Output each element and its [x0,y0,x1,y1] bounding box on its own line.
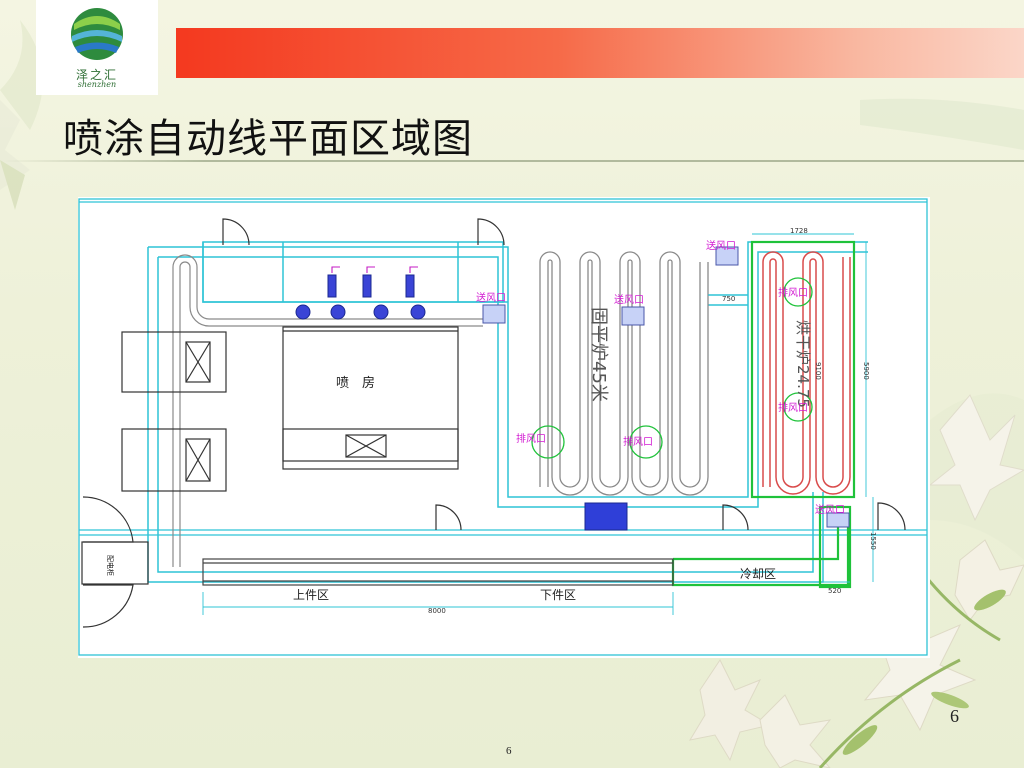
spray-room-label: 喷 房 [336,375,375,391]
header-accent-bar [176,28,1024,78]
exhaust-label-1: 排风口 [516,432,546,445]
exhaust-fan-icons [531,277,813,459]
control-cabinet [81,541,149,585]
cooling-area-label: 冷却区 [740,567,776,581]
conveyor-track [147,241,868,583]
company-logo: 泽之汇 shenzhen [36,0,158,95]
unloading-area-label: 下件区 [540,588,576,602]
exhaust-label-2: 排风口 [623,435,653,448]
drying-oven-serpentine [762,251,851,495]
machine-unit [584,502,628,531]
drying-oven-label: 烘干炉24.75 [794,320,812,408]
spray-loop-track [172,254,483,567]
dimension-lines [202,233,874,615]
drying-oven-enclosure [750,240,856,499]
spray-gun-connectors [331,266,418,273]
curing-oven-serpentine [539,251,709,496]
page-number-footer: 6 [506,745,512,757]
supply-air-boxes [482,246,850,528]
dimension-length: 8000 [428,607,446,615]
supply-air-label-2: 送风口 [614,293,644,306]
exhaust-label-3: 排风口 [778,286,808,299]
supply-air-label-3: 送风口 [706,239,736,252]
supply-air-label-1: 送风口 [476,291,506,304]
logo-name: 泽之汇 [75,68,118,82]
title-divider [0,160,1024,162]
dimension-inner: 9100 [814,362,822,380]
curing-oven-label: 固平炉45米 [588,307,609,402]
supply-air-label-4: 送风口 [815,503,845,516]
page-title: 喷涂自动线平面区域图 [63,116,473,162]
exhaust-label-4: 排风口 [778,401,808,414]
dimension-bottom: 520 [828,587,841,595]
floor-plan: 喷 房 固平炉45米 烘干炉24.75 上件区 下件区 冷却区 送风口 送风口 … [78,197,930,658]
loading-conveyor [202,558,674,586]
page-number: 6 [950,706,959,726]
control-cabinet-label: 配电柜 [106,555,115,576]
door-arcs [82,218,906,628]
logo-globe-icon [71,8,123,60]
dimension-side: 5900 [862,362,870,380]
spray-gun-icons [295,274,426,320]
left-flower-decoration [0,100,30,210]
dimension-lower: 1550 [869,532,877,550]
floor-plan-drawing: 喷 房 固平炉45米 烘干炉24.75 上件区 下件区 冷却区 送风口 送风口 … [78,198,928,656]
loading-area-label: 上件区 [293,588,329,602]
dimension-750: 750 [722,295,735,303]
logo-subtitle: shenzhen [77,80,117,89]
building-walls [78,198,928,656]
pretreatment-tanks [121,331,227,492]
dimension-top: 1728 [790,227,808,235]
spray-room [282,326,459,470]
